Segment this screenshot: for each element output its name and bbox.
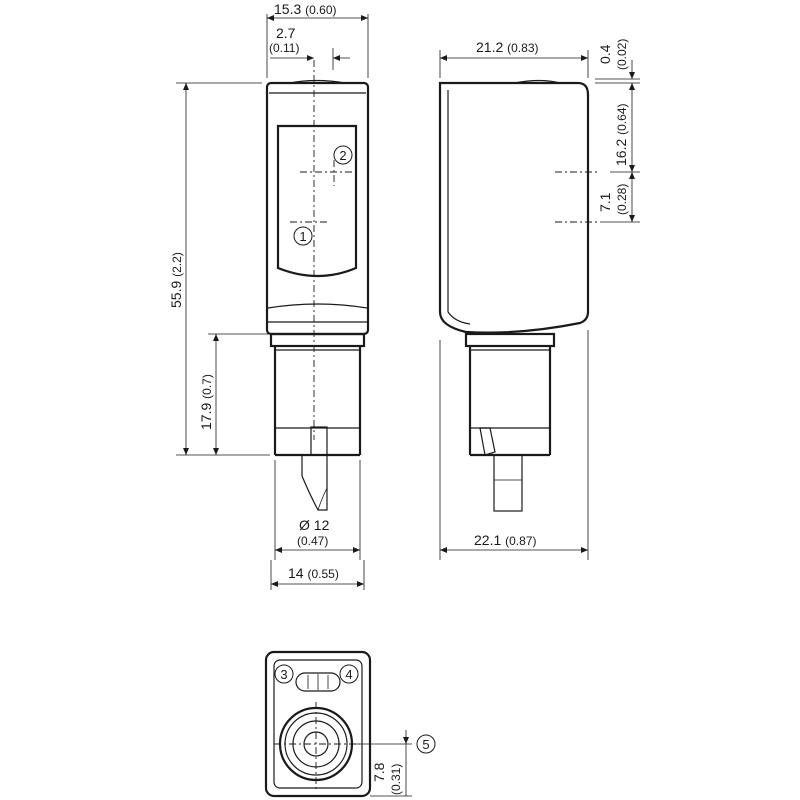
dim-gap-top: 0.4 [597, 44, 613, 64]
dim-axis-upper: 16.2 (0.64) [613, 104, 629, 167]
callout-3: 3 [280, 667, 287, 682]
front-view [265, 60, 370, 511]
dim-offset-top-alt: (0.11) [269, 41, 299, 55]
side-housing [438, 81, 590, 334]
dim-axis-lower: 7.1 [597, 192, 613, 212]
dim-diameter: Ø 12 [299, 517, 330, 533]
callout-4: 4 [345, 667, 352, 682]
dim-height-connector: 17.9 (0.7) [198, 374, 214, 430]
dim-width-bottom: 14 (0.55) [288, 565, 339, 581]
side-view [438, 79, 600, 512]
front-dimensions: 15.3 (0.60) 2.7 (0.11) 55.9 (2.2) 17.9 (… [168, 1, 369, 590]
dim-depth-bottom: 22.1 (0.87) [474, 532, 537, 548]
dim-offset-top: 2.7 [276, 25, 296, 41]
side-dimensions: 21.2 (0.83) 0.4 (0.02) 16.2 (0.64) 7.1 (… [439, 39, 640, 560]
side-pin [493, 454, 523, 512]
dim-gap-top-alt: (0.02) [615, 39, 629, 70]
bottom-housing [264, 650, 372, 798]
dim-diameter-alt: (0.47) [297, 534, 328, 548]
front-key [310, 426, 328, 456]
dim-width-top: 15.3 (0.60) [274, 1, 337, 17]
callout-2: 2 [339, 148, 346, 163]
bottom-indicator [295, 672, 341, 692]
dim-height-bottom-view: 7.8 [371, 762, 387, 782]
callout-5: 5 [422, 737, 429, 752]
side-connector-collar [464, 332, 556, 348]
dim-depth-top: 21.2 (0.83) [476, 39, 539, 55]
front-window [276, 124, 358, 278]
callout-1: 1 [299, 229, 306, 244]
front-connector-collar [269, 332, 366, 348]
dim-axis-lower-alt: (0.28) [615, 184, 629, 215]
dim-height-total: 55.9 (2.2) [168, 252, 184, 308]
front-housing [265, 81, 370, 336]
dim-height-bottom-view-alt: (0.31) [389, 764, 403, 795]
bottom-view: 3 4 7.8 (0.31) 5 [264, 650, 436, 798]
